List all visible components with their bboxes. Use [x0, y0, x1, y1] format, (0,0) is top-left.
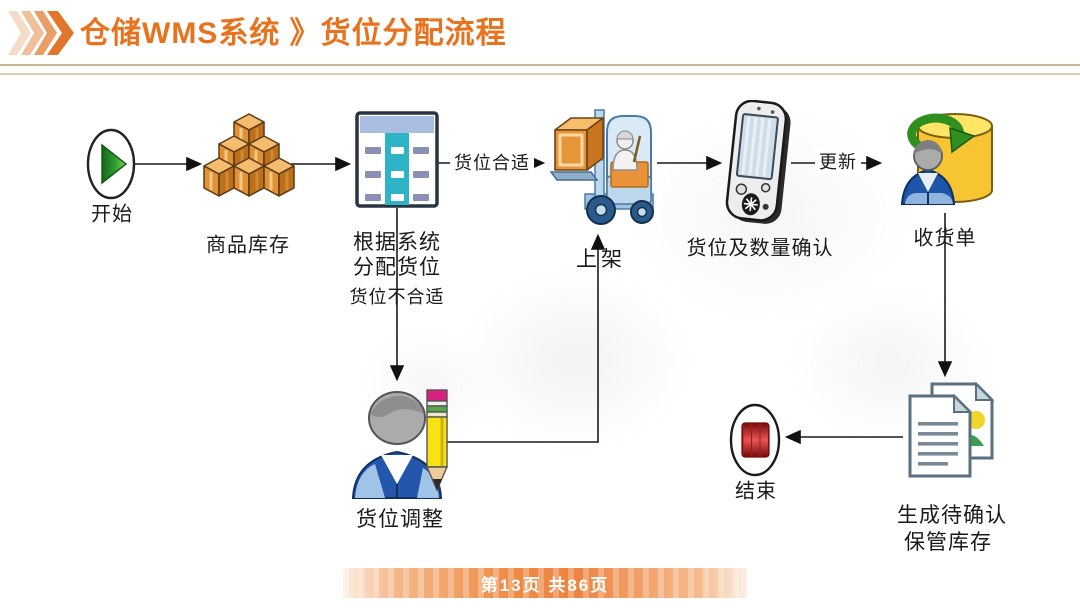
flow-node-adjust	[345, 384, 457, 502]
flow-node-confirm	[723, 99, 798, 230]
label-end: 结束	[735, 480, 777, 503]
label-adjust: 货位调整	[356, 507, 444, 531]
label-confirm: 货位及数量确认	[686, 237, 834, 260]
watermark-blob	[460, 270, 690, 450]
play-circle-icon	[86, 128, 136, 200]
carton-stack-icon	[202, 112, 296, 198]
edge-label-update: 更新	[815, 148, 861, 174]
label-pending-line2: 保管库存	[904, 530, 992, 554]
label-inventory: 商品库存	[206, 234, 290, 257]
page-title: 仓储WMS系统 》货位分配流程	[80, 17, 507, 50]
flow-node-pending	[902, 380, 1002, 480]
allocation-table-icon	[355, 111, 439, 208]
footer-page-bar: 第13页 共86页	[343, 568, 747, 598]
stop-circle-icon	[729, 403, 781, 477]
flow-node-shelve	[545, 104, 660, 226]
flow-node-end	[725, 403, 785, 479]
flow-node-inventory	[202, 112, 296, 214]
flow-node-receipt	[890, 106, 1002, 210]
flow-node-start	[81, 128, 141, 204]
documents-icon	[908, 381, 995, 478]
person-pencil-icon	[351, 389, 449, 499]
header-divider-bottom	[0, 73, 1080, 75]
forklift-icon	[549, 109, 654, 225]
header-divider-top	[0, 64, 1080, 66]
label-shelve: 上架	[576, 247, 626, 271]
label-receipt: 收货单	[913, 227, 977, 250]
flow-node-allocate	[355, 111, 439, 209]
label-allocate-line2: 分配货位	[353, 255, 441, 279]
label-pending-line1: 生成待确认	[897, 503, 1007, 527]
footer-page-label: 第13页 共86页	[480, 575, 610, 595]
edge-label-unsuitable: 货位不合适	[349, 287, 445, 307]
edge-label-suitable: 货位合适	[450, 149, 534, 175]
edge-adjust-shelve	[446, 233, 606, 443]
label-start: 开始	[91, 203, 133, 226]
pda-icon	[725, 99, 791, 224]
database-person-icon	[900, 113, 993, 205]
chevrons-icon	[8, 11, 74, 55]
label-allocate-line1: 根据系统	[353, 230, 441, 254]
